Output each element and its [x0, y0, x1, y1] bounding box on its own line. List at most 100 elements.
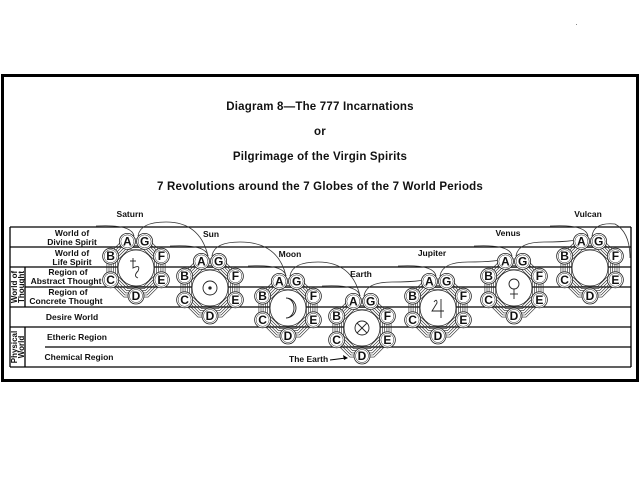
period-label: Moon [279, 249, 302, 259]
earth-symbol-icon [354, 320, 370, 336]
diagram-title-or: or [314, 126, 326, 138]
globe-letter-a: A [496, 252, 514, 270]
incoming-arc [473, 245, 513, 257]
globe-letter-e: E [226, 291, 244, 309]
globe-letter-g: G [288, 272, 306, 290]
globe-letter-f: F [378, 307, 396, 325]
globe-letter-g: G [136, 232, 154, 250]
globe-letter-c: C [480, 291, 498, 309]
globe-letter-f: F [606, 247, 624, 265]
globe-letter-b: B [254, 287, 272, 305]
letter-text: D [434, 329, 443, 343]
letter-text: A [577, 234, 586, 248]
row-label: Region of [48, 267, 87, 277]
diagram-subtitle: Pilgrimage of the Virgin Spirits [232, 151, 408, 163]
letter-text: C [408, 313, 417, 327]
letter-text: A [501, 254, 510, 268]
letter-text: F [158, 249, 165, 263]
globe-letter-b: B [176, 267, 194, 285]
globe-letter-f: F [454, 287, 472, 305]
globe-letter-b: B [556, 247, 574, 265]
letter-text: E [459, 313, 467, 327]
letter-text: B [560, 249, 569, 263]
globe-letter-c: C [328, 331, 346, 349]
letter-text: F [232, 269, 239, 283]
letter-text: G [140, 234, 149, 248]
period-label: Venus [495, 228, 520, 238]
letter-text: B [258, 289, 267, 303]
globe-letter-f: F [304, 287, 322, 305]
period-label: Jupiter [418, 248, 447, 258]
letter-text: D [206, 309, 215, 323]
moon-symbol-icon [285, 297, 297, 319]
stray-pixel [576, 24, 577, 25]
period-label: Earth [350, 269, 372, 279]
letter-text: D [284, 329, 293, 343]
globe-letter-b: B [102, 247, 120, 265]
saturn-symbol-icon [130, 258, 140, 279]
letter-text: C [332, 333, 341, 347]
row-label: Chemical Region [45, 352, 114, 362]
incoming-arc [321, 285, 361, 297]
letter-text: B [332, 309, 341, 323]
letter-text: F [460, 289, 467, 303]
sun-symbol-icon [202, 280, 218, 296]
row-label: World of [55, 228, 89, 238]
letter-text: A [425, 274, 434, 288]
revolution-arc [211, 241, 287, 277]
venus-symbol-icon [508, 278, 520, 299]
letter-text: C [560, 273, 569, 287]
globe-letter-a: A [344, 292, 362, 310]
letter-text: D [510, 309, 519, 323]
incoming-arc [247, 265, 287, 277]
letter-text: E [157, 273, 165, 287]
globe-letter-e: E [454, 311, 472, 329]
letter-text: B [106, 249, 115, 263]
globe-letter-a: A [420, 272, 438, 290]
globe-letter-e: E [606, 271, 624, 289]
globe-letter-d: D [279, 327, 297, 345]
globe-letter-g: G [210, 252, 228, 270]
the-earth-arrow [329, 357, 347, 361]
letter-text: E [611, 273, 619, 287]
globe-letter-d: D [505, 307, 523, 325]
globe-center [571, 249, 609, 287]
letter-text: E [231, 293, 239, 307]
row-label: Desire World [46, 312, 98, 322]
globe-letter-b: B [480, 267, 498, 285]
group-label-thought: Thought [17, 271, 26, 303]
globe-letter-e: E [304, 311, 322, 329]
globe-letter-d: D [127, 287, 145, 305]
globe-letter-g: G [362, 292, 380, 310]
row-label: Region of [48, 287, 87, 297]
row-label: Divine Spirit [47, 237, 97, 247]
group-label-physical: World [17, 336, 26, 359]
globe-center [419, 289, 457, 327]
letter-text: F [612, 249, 619, 263]
globe-letter-a: A [118, 232, 136, 250]
letter-text: G [214, 254, 223, 268]
letter-text: E [383, 333, 391, 347]
letter-text: D [358, 349, 367, 363]
letter-text: A [197, 254, 206, 268]
letter-text: C [484, 293, 493, 307]
globe-letter-a: A [572, 232, 590, 250]
globe-letter-f: F [226, 267, 244, 285]
letter-text: F [536, 269, 543, 283]
globe-letter-c: C [102, 271, 120, 289]
letter-text: D [132, 289, 141, 303]
outgoing-arc [591, 223, 631, 259]
globe-letter-c: C [404, 311, 422, 329]
letter-text: G [518, 254, 527, 268]
letter-text: E [309, 313, 317, 327]
globe-letter-b: B [404, 287, 422, 305]
incoming-arc [549, 225, 589, 237]
letter-text: A [123, 234, 132, 248]
globe-letter-c: C [556, 271, 574, 289]
row-label: World of [55, 248, 89, 258]
the-earth-label: The Earth [289, 354, 328, 364]
jupiter-symbol-icon [431, 299, 444, 318]
